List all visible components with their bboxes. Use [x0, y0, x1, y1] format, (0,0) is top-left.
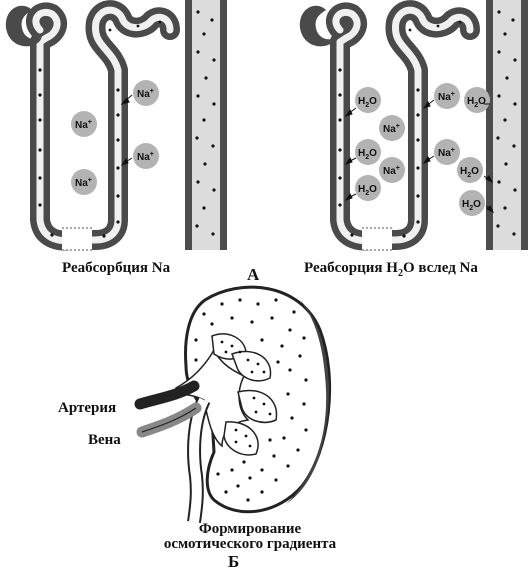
svg-text:H2O: H2O: [462, 199, 481, 212]
transport-arrows-left: [120, 94, 133, 166]
right-caption-sub: 2: [397, 268, 403, 279]
na-ion-left-3: Na+: [133, 143, 159, 169]
right-caption-main: Реабсорция H: [304, 260, 398, 276]
svg-text:H2O: H2O: [358, 96, 377, 109]
na-ion-right-4: Na+: [434, 139, 460, 165]
h2o-molecule-right-1: H2O: [355, 87, 381, 113]
svg-text:H2O: H2O: [358, 184, 377, 197]
svg-text:Na+: Na+: [137, 151, 154, 163]
h2o-molecule-right-5: H2O: [457, 157, 483, 183]
na-ion-left-1: Na+: [133, 80, 159, 106]
panel-letter-b: Б: [228, 552, 240, 571]
artery-label: Артерия: [58, 400, 117, 416]
left-caption: Реабсорбция Na: [62, 260, 171, 276]
h2o-molecule-right-3: H2O: [355, 175, 381, 201]
svg-text:Na+: Na+: [137, 88, 154, 100]
bottom-caption: Формирование осмотического градиента: [150, 522, 350, 552]
svg-text:Na+: Na+: [75, 119, 92, 131]
svg-text:Na+: Na+: [383, 165, 400, 177]
h2o-molecule-right-6: H2O: [459, 190, 485, 216]
na-ion-right-2: Na+: [379, 157, 405, 183]
svg-text:H2O: H2O: [467, 96, 486, 109]
svg-text:H2O: H2O: [460, 166, 479, 179]
na-ion-left-4: Na+: [71, 169, 97, 195]
na-ion-right-1: Na+: [379, 115, 405, 141]
vein-label: Вена: [88, 432, 121, 448]
right-caption: Реабсорция H2O вслед Na: [304, 260, 478, 279]
na-ion-left-2: Na+: [71, 111, 97, 137]
transport-arrows-right: [344, 99, 495, 214]
nephron-left: [5, 0, 227, 251]
panel-letter-a: А: [247, 265, 260, 284]
renal-artery: [134, 380, 200, 410]
nephron-right: [299, 0, 528, 251]
renal-vein: [136, 402, 202, 438]
svg-text:Na+: Na+: [75, 177, 92, 189]
svg-text:Na+: Na+: [383, 123, 400, 135]
bottom-caption-line2: осмотического градиента: [163, 536, 337, 552]
svg-text:H2O: H2O: [358, 148, 377, 161]
na-ion-right-3: Na+: [434, 83, 460, 109]
right-caption-tail: O вслед Na: [402, 260, 478, 276]
h2o-molecule-right-2: H2O: [355, 139, 381, 165]
svg-text:Na+: Na+: [438, 147, 455, 159]
h2o-molecule-right-4: H2O: [464, 87, 490, 113]
bottom-caption-line1: Формирование: [198, 521, 302, 537]
svg-text:Na+: Na+: [438, 91, 455, 103]
kidney-cross-section: [134, 285, 332, 523]
